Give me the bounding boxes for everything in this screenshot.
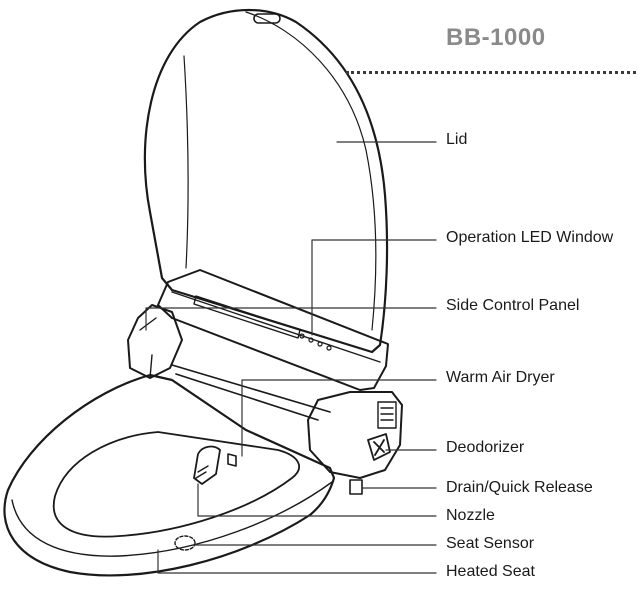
callout-seat-sensor: Seat Sensor xyxy=(446,535,535,552)
callout-nozzle: Nozzle xyxy=(446,507,495,524)
nozzle-tip xyxy=(195,465,209,479)
right-side-unit xyxy=(307,391,403,479)
led-window xyxy=(193,295,301,339)
leader-heated-seat xyxy=(157,549,437,574)
callout-led-window: Operation LED Window xyxy=(446,229,614,246)
seat-opening xyxy=(52,431,300,538)
led-dot xyxy=(299,333,305,339)
lid-handle-slot xyxy=(253,13,281,24)
lid-outline xyxy=(143,8,389,354)
callout-air-dryer: Warm Air Dryer xyxy=(446,369,555,386)
callout-deodorizer: Deodorizer xyxy=(446,439,525,456)
nozzle-guard xyxy=(227,453,237,467)
leader-side-panel xyxy=(145,307,437,331)
seat-outer-edge xyxy=(11,481,333,557)
leader-air-dryer xyxy=(241,379,437,457)
callout-side-panel: Side Control Panel xyxy=(446,297,580,314)
led-dot xyxy=(308,337,314,343)
callout-drain: Drain/Quick Release xyxy=(446,479,593,496)
drain-release xyxy=(349,479,363,495)
left-hinge-detail xyxy=(139,317,157,379)
side-grille xyxy=(377,401,397,429)
callout-lid: Lid xyxy=(446,131,468,148)
deodorizer-knob xyxy=(367,433,391,461)
seat-outline xyxy=(3,373,336,577)
model-title: BB-1000 xyxy=(446,24,546,51)
lid-inner-rim xyxy=(183,55,189,269)
led-dot xyxy=(317,341,323,347)
led-dot xyxy=(326,345,332,351)
hinge-housing-top xyxy=(171,291,381,363)
left-hinge-block xyxy=(127,304,183,379)
lid-inner-edge xyxy=(245,11,377,331)
nozzle xyxy=(193,445,221,485)
leader-led-window xyxy=(311,239,437,336)
seat-sensor xyxy=(174,535,196,551)
seat-rail xyxy=(171,364,331,421)
title-dotted-divider xyxy=(346,71,636,74)
callout-heated-seat: Heated Seat xyxy=(446,563,535,580)
leader-lines xyxy=(145,141,437,574)
leader-nozzle xyxy=(197,483,437,517)
